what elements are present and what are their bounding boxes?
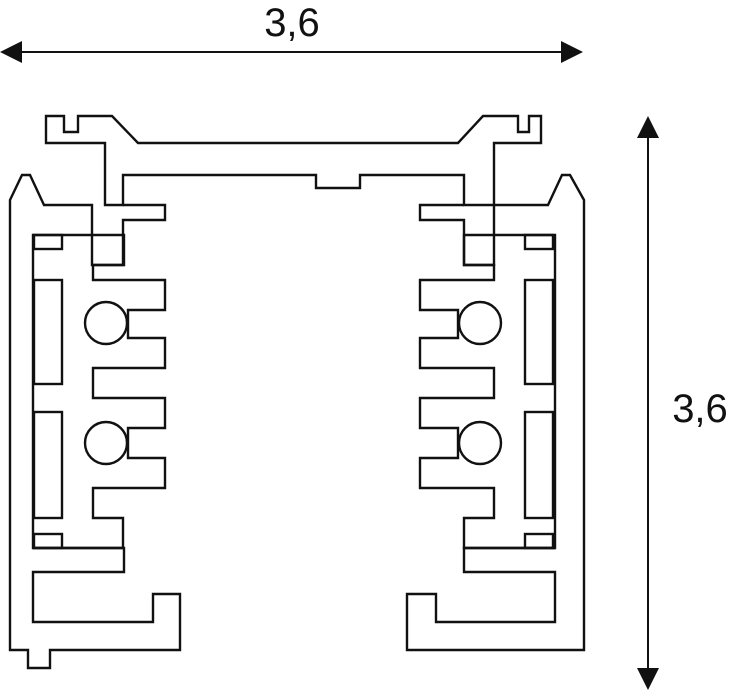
right-slot-bottom-mark — [523, 532, 555, 550]
height-arrow-top — [637, 116, 659, 138]
track-profile — [8, 114, 586, 670]
left-slot-bottom-mark — [32, 532, 64, 550]
height-dimension: 3,6 — [637, 116, 728, 690]
left-conductor-holder — [33, 203, 167, 550]
left-slot-top-mark — [32, 233, 64, 251]
width-dimension: 3,6 — [0, 1, 583, 63]
left-conductor-lower — [83, 420, 129, 466]
left-conductor-upper — [83, 300, 129, 346]
right-slot-top-mark — [523, 233, 555, 251]
left-slot-lower — [32, 410, 64, 520]
width-dimension-label: 3,6 — [264, 1, 320, 45]
right-conductor-upper — [457, 300, 503, 346]
right-conductor-holder — [418, 203, 555, 550]
top-cap — [44, 114, 543, 207]
right-slot-upper — [523, 278, 555, 386]
height-dimension-label: 3,6 — [672, 387, 728, 431]
height-arrow-bottom — [637, 668, 659, 690]
left-slot-upper — [32, 278, 64, 386]
width-arrow-right — [561, 41, 583, 63]
right-slot-lower — [523, 410, 555, 520]
right-outer-wall — [405, 173, 586, 652]
left-outer-wall — [8, 173, 182, 670]
right-conductor-lower — [457, 420, 503, 466]
width-arrow-left — [0, 41, 22, 63]
